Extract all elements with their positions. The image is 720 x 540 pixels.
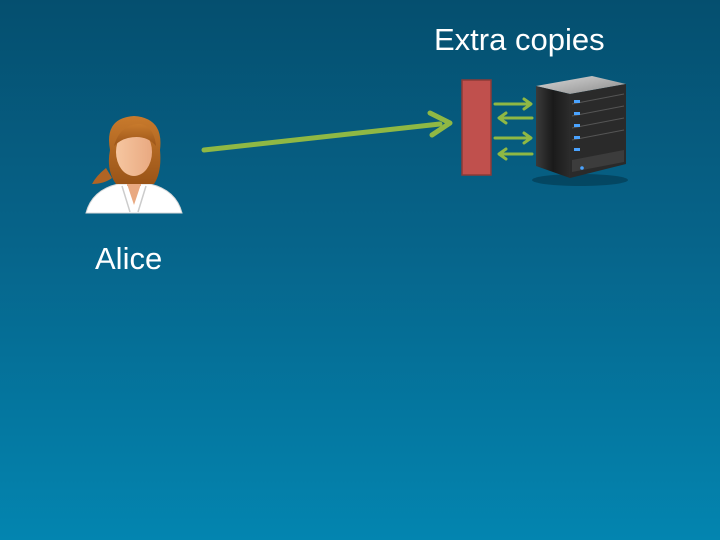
firewall-block-icon bbox=[461, 79, 492, 176]
user-avatar-icon bbox=[85, 116, 183, 214]
arrow-to-firewall bbox=[201, 110, 453, 153]
server-tower-icon bbox=[532, 76, 628, 186]
alice-label: Alice bbox=[95, 241, 163, 276]
double-arrows bbox=[493, 97, 534, 161]
extra-copies-label: Extra copies bbox=[434, 22, 605, 57]
